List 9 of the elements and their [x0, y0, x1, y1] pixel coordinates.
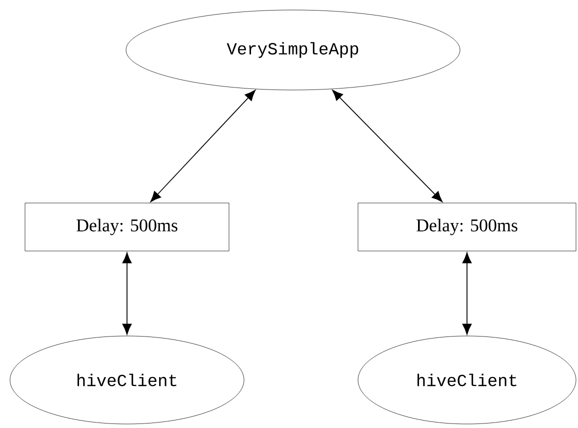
arrow [150, 90, 256, 202]
arrow [122, 252, 132, 335]
arrow [462, 252, 472, 335]
ellipse-node: VerySimpleApp [126, 10, 460, 90]
ellipse-node: hiveClient [10, 336, 244, 424]
arrow [332, 90, 442, 202]
ellipse-node: hiveClient [358, 336, 576, 424]
process-box: Delay: 500ms [358, 202, 576, 252]
process-box: Delay: 500ms [24, 202, 230, 252]
